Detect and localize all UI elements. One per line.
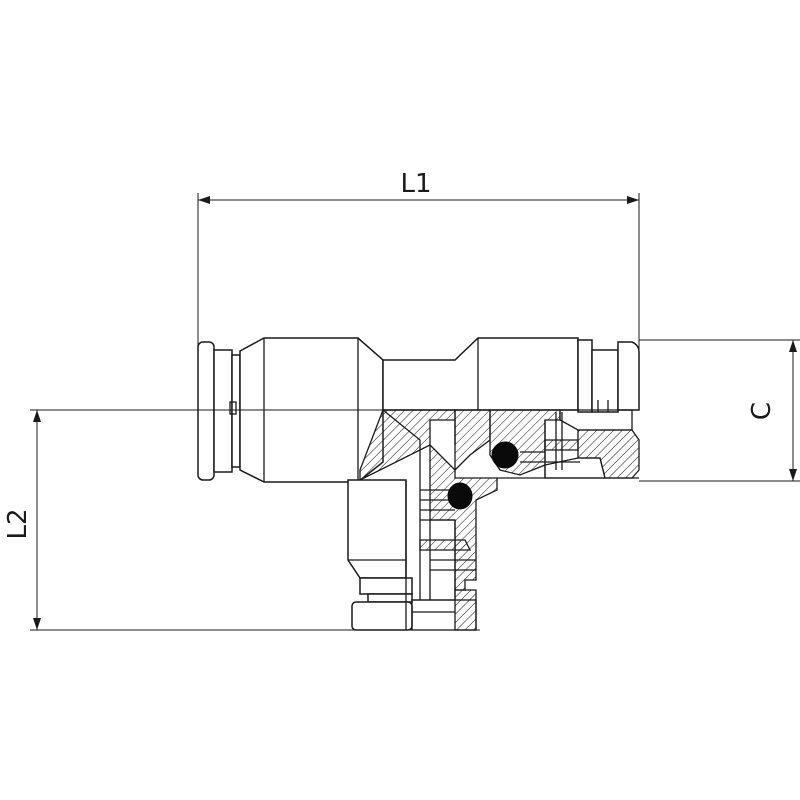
bottom-sleeve [347, 479, 407, 579]
dimension-l1: L1 [197, 169, 640, 352]
dimension-l2-label: L2 [3, 508, 33, 539]
right-collet-body [591, 349, 619, 413]
left-collet-ring [213, 349, 233, 473]
bottom-bore-section [429, 443, 498, 591]
right-o-ring-seal [491, 441, 519, 469]
bottom-collet-ring [359, 577, 413, 595]
dimension-c: C [639, 339, 800, 482]
left-release-collet [197, 341, 215, 481]
bottom-o-ring-seal [447, 482, 473, 510]
dimension-c-label: C [747, 402, 777, 420]
right-release-collet [617, 341, 640, 411]
section-view [347, 409, 640, 631]
central-bridge [382, 337, 579, 411]
dimension-l1-label: L1 [400, 169, 431, 199]
right-collet-ring [577, 339, 593, 413]
bottom-release-collet [351, 601, 413, 631]
